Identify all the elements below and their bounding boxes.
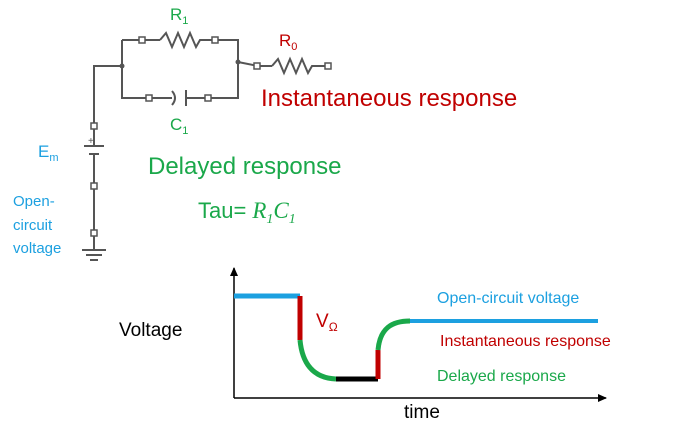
resistor-r0: [271, 56, 328, 76]
graph-x-label: time: [404, 402, 440, 423]
graph-y-label: Voltage: [119, 320, 182, 341]
node: [324, 62, 332, 70]
curve-delayed-decay: [297, 339, 337, 382]
r0-label: R0: [279, 31, 297, 53]
wire-r1-right: [206, 39, 239, 99]
instantaneous-response-label: Instantaneous response: [261, 85, 517, 112]
ocv-line: circuit: [13, 217, 53, 234]
node: [145, 94, 153, 102]
v-omega-label: VΩ: [316, 311, 338, 334]
legend-delayed-response: Delayed response: [437, 368, 566, 385]
battery-plus-sign: +: [88, 136, 94, 147]
c1-label: C1: [170, 115, 188, 137]
circuit-nodes: [90, 36, 332, 237]
node: [90, 182, 98, 190]
capacitor-c1-plate-left: [171, 90, 176, 106]
r1-label: R1: [170, 5, 188, 27]
tau-formula: Tau=R1C1: [198, 198, 296, 227]
delayed-response-label: Delayed response: [148, 153, 341, 180]
response-graph: Voltage time VΩ Open-circuit voltage Ins…: [119, 267, 611, 423]
em-label: Em: [38, 142, 59, 164]
resistor-r1: [159, 30, 206, 50]
ground-symbol: [82, 249, 106, 261]
junction-dot: [235, 59, 241, 65]
node: [253, 62, 261, 70]
curve-delayed-recovery: [375, 318, 411, 351]
wire-parallel-top-left: [121, 40, 150, 99]
node: [204, 94, 212, 102]
node: [211, 36, 219, 44]
open-circuit-voltage-label: Open- circuit voltage: [13, 193, 61, 257]
node: [138, 36, 146, 44]
legend-instantaneous-response: Instantaneous response: [440, 333, 611, 350]
node: [90, 122, 98, 130]
wire-left-branch: [93, 65, 122, 126]
junction-dot: [119, 63, 125, 69]
ocv-line: voltage: [13, 240, 61, 257]
legend-open-circuit-voltage: Open-circuit voltage: [437, 290, 579, 307]
ocv-line: Open-: [13, 193, 55, 210]
node: [90, 229, 98, 237]
